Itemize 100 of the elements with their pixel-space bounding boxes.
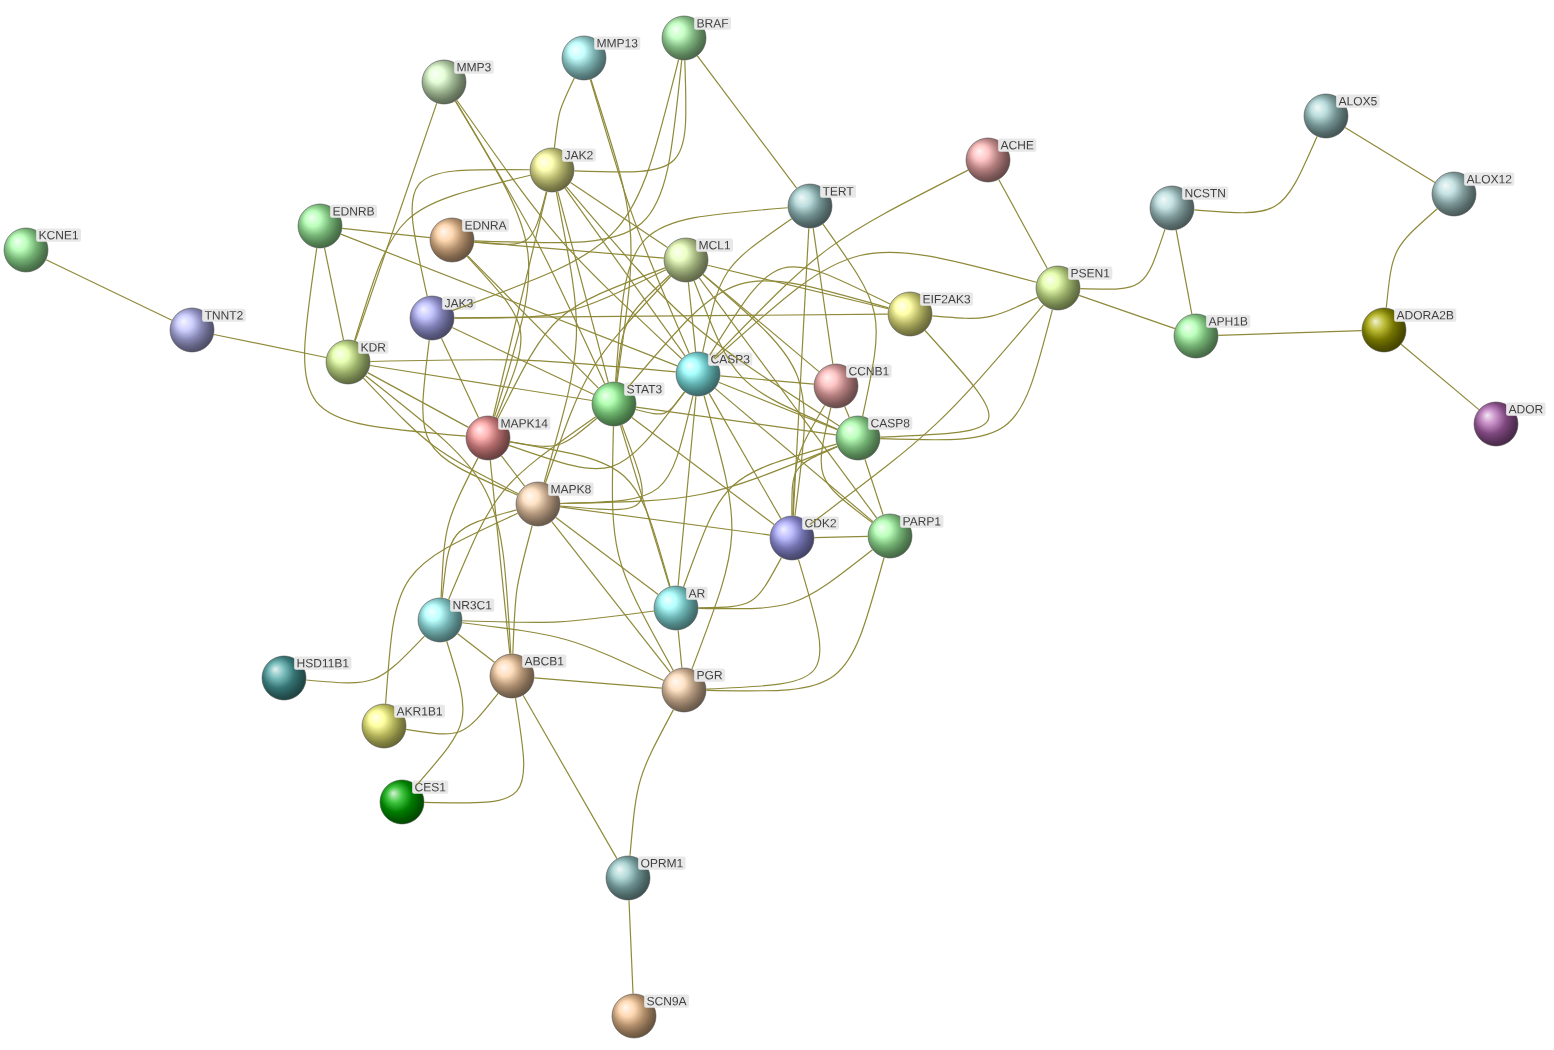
interaction-line xyxy=(631,416,775,526)
interaction-line xyxy=(698,277,878,519)
interaction-line xyxy=(879,329,990,438)
interaction-line xyxy=(461,622,665,682)
interaction-line xyxy=(565,186,840,427)
interaction-line xyxy=(553,77,575,149)
interaction-line xyxy=(629,709,675,857)
interaction-line xyxy=(489,459,511,655)
interaction-line xyxy=(879,308,1054,441)
interaction-line xyxy=(615,274,671,383)
interaction-line xyxy=(573,59,687,173)
interaction-line xyxy=(822,223,877,417)
interaction-line xyxy=(1193,135,1318,214)
interaction-line xyxy=(323,247,345,341)
interaction-line xyxy=(709,266,891,356)
interaction-line xyxy=(340,233,678,367)
interaction-line xyxy=(453,313,889,319)
interaction-line xyxy=(305,635,426,684)
interaction-line xyxy=(702,273,805,517)
interaction-line xyxy=(457,633,495,663)
interaction-line xyxy=(809,304,1045,526)
interaction-line xyxy=(509,441,671,588)
interaction-line xyxy=(364,375,512,655)
interaction-line xyxy=(500,455,526,487)
interaction-line xyxy=(812,227,834,365)
interaction-line xyxy=(705,556,885,692)
interaction-line xyxy=(411,168,531,297)
interaction-line xyxy=(696,55,798,189)
interaction-line xyxy=(718,381,838,431)
interaction-line xyxy=(367,372,469,428)
interaction-line xyxy=(448,416,597,601)
interaction-line xyxy=(705,558,821,690)
interaction-line xyxy=(627,280,890,388)
interaction-line xyxy=(405,692,499,735)
interaction-line xyxy=(619,424,671,588)
interaction-line xyxy=(467,255,599,389)
interaction-line xyxy=(707,264,889,310)
interaction-line xyxy=(512,524,533,655)
interaction-line xyxy=(614,207,789,383)
interaction-line xyxy=(451,326,595,396)
interaction-line xyxy=(813,535,869,539)
interaction-line xyxy=(441,509,518,599)
interaction-line xyxy=(569,181,669,249)
interaction-line xyxy=(844,405,850,419)
interaction-line xyxy=(341,227,431,239)
interaction-line xyxy=(454,100,530,418)
interaction-line xyxy=(702,218,793,353)
interaction-line xyxy=(931,296,1039,319)
interaction-line xyxy=(677,629,683,669)
interaction-line xyxy=(385,512,519,705)
interaction-line xyxy=(1400,343,1480,411)
interaction-line xyxy=(452,59,680,311)
interaction-line xyxy=(461,610,655,624)
interaction-line xyxy=(559,506,771,536)
interaction-line xyxy=(589,78,690,355)
interaction-line xyxy=(304,247,467,437)
interaction-line xyxy=(497,267,666,419)
interaction-line xyxy=(422,339,519,496)
interaction-line xyxy=(820,407,873,524)
interaction-line xyxy=(544,275,672,484)
interaction-line xyxy=(440,457,479,599)
interaction-line xyxy=(635,406,837,436)
interaction-line xyxy=(473,59,683,244)
interaction-line xyxy=(423,697,525,804)
interaction-line xyxy=(708,392,782,520)
interaction-line xyxy=(1217,330,1363,336)
interaction-line xyxy=(1078,294,1176,330)
interaction-line xyxy=(466,255,522,418)
interaction-line xyxy=(998,178,1048,270)
interaction-line xyxy=(697,549,874,610)
interaction-line xyxy=(543,191,577,484)
interaction-line xyxy=(792,227,810,517)
interaction-line xyxy=(213,333,327,359)
interaction-line xyxy=(453,269,667,319)
interaction-line xyxy=(557,190,609,384)
interaction-line xyxy=(635,391,686,415)
interaction-line xyxy=(1079,228,1166,290)
interaction-line xyxy=(45,259,173,321)
interaction-line xyxy=(611,425,674,672)
interaction-line xyxy=(1344,127,1436,183)
interaction-line xyxy=(354,102,438,342)
interaction-line xyxy=(677,395,697,587)
interaction-line xyxy=(369,358,677,373)
interaction-line xyxy=(564,187,686,357)
interaction-line xyxy=(353,174,531,342)
interaction-line xyxy=(362,377,519,495)
interaction-line xyxy=(1175,229,1193,315)
interaction-line xyxy=(712,169,969,359)
interaction-line xyxy=(714,387,874,523)
interaction-line xyxy=(791,446,839,517)
interaction-line xyxy=(691,394,733,670)
interaction-line xyxy=(369,364,593,402)
interaction-line xyxy=(533,677,663,689)
interaction-line xyxy=(792,404,826,517)
interaction-line xyxy=(508,391,686,470)
interaction-line xyxy=(522,694,618,860)
interaction-line xyxy=(702,273,820,373)
interaction-line xyxy=(416,640,464,786)
interaction-line xyxy=(697,557,782,609)
interaction-line xyxy=(492,191,548,417)
